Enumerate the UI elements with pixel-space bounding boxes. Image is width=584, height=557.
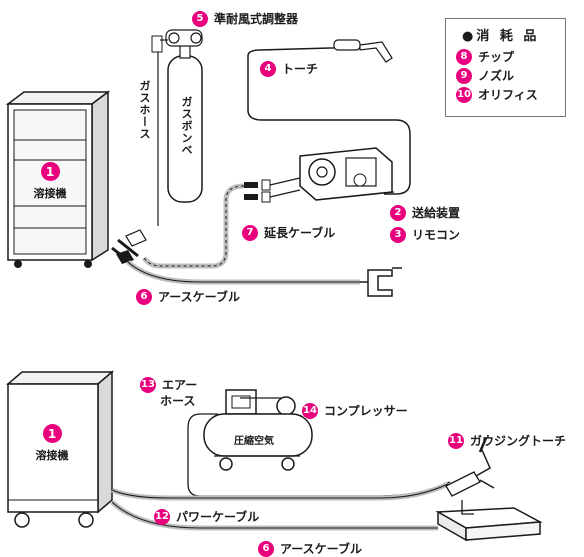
welder-machine-bottom — [5, 370, 115, 528]
gas-cylinder-label: ガスボンベ — [180, 96, 193, 156]
consumable-label: オリフィス — [478, 88, 538, 102]
welder-label-bottom: 1 溶接機 — [22, 424, 82, 463]
consumables-title: ●消 耗 品 — [462, 29, 540, 44]
air-compressor — [203, 389, 313, 471]
badge-1-top: 1 — [40, 162, 60, 181]
consumable-item: 10 オリフィス — [456, 86, 565, 103]
badge-9: 9 — [456, 67, 472, 84]
welder-name-bottom: 溶接機 — [35, 449, 69, 462]
badge-1-bottom: 1 — [42, 424, 62, 443]
gouging-torch — [445, 437, 495, 497]
consumables-box: ●消 耗 品 8 チップ 9 ノズル 10 オリフィス — [445, 18, 566, 117]
consumable-label: チップ — [478, 50, 515, 64]
welder-output-plugs — [111, 229, 147, 264]
welder-label-top: 1 溶接機 — [20, 162, 80, 201]
consumable-item: 9 ノズル — [456, 67, 565, 84]
extension-cable — [142, 183, 245, 269]
badge-10: 10 — [456, 86, 472, 103]
earth-clamp-top — [360, 267, 402, 297]
work-piece — [435, 500, 543, 542]
consumable-label: ノズル — [478, 69, 515, 83]
gas-cylinder — [160, 29, 203, 203]
wire-feeder — [299, 147, 395, 201]
torch-cable — [247, 56, 411, 195]
gas-hose-label: ガスホース — [138, 80, 151, 140]
air-hose-label-2: ホース — [160, 394, 196, 408]
badge-8: 8 — [456, 48, 472, 65]
welder-machine-top — [5, 90, 111, 268]
compressed-air-label: 圧縮空気 — [234, 436, 274, 447]
consumable-item: 8 チップ — [456, 48, 565, 65]
cable-connectors — [244, 177, 301, 203]
power-cable — [110, 481, 450, 501]
welder-name-top: 溶接機 — [33, 187, 67, 200]
torch — [247, 39, 393, 63]
